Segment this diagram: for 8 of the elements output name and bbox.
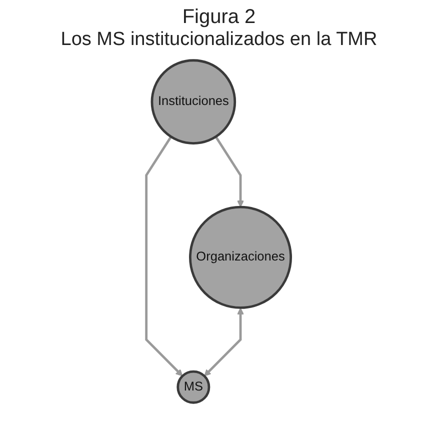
node-circle: Organizaciones bbox=[189, 205, 292, 308]
node-circle: MS bbox=[177, 370, 211, 404]
figure-number: Figura 2 bbox=[181, 6, 257, 29]
arrow bbox=[146, 136, 184, 376]
arrow bbox=[204, 307, 244, 376]
figure-title: Los MS institucionalizados en la TMR bbox=[60, 29, 378, 51]
node-circle: Instituciones bbox=[151, 58, 236, 144]
arrow bbox=[215, 136, 244, 207]
